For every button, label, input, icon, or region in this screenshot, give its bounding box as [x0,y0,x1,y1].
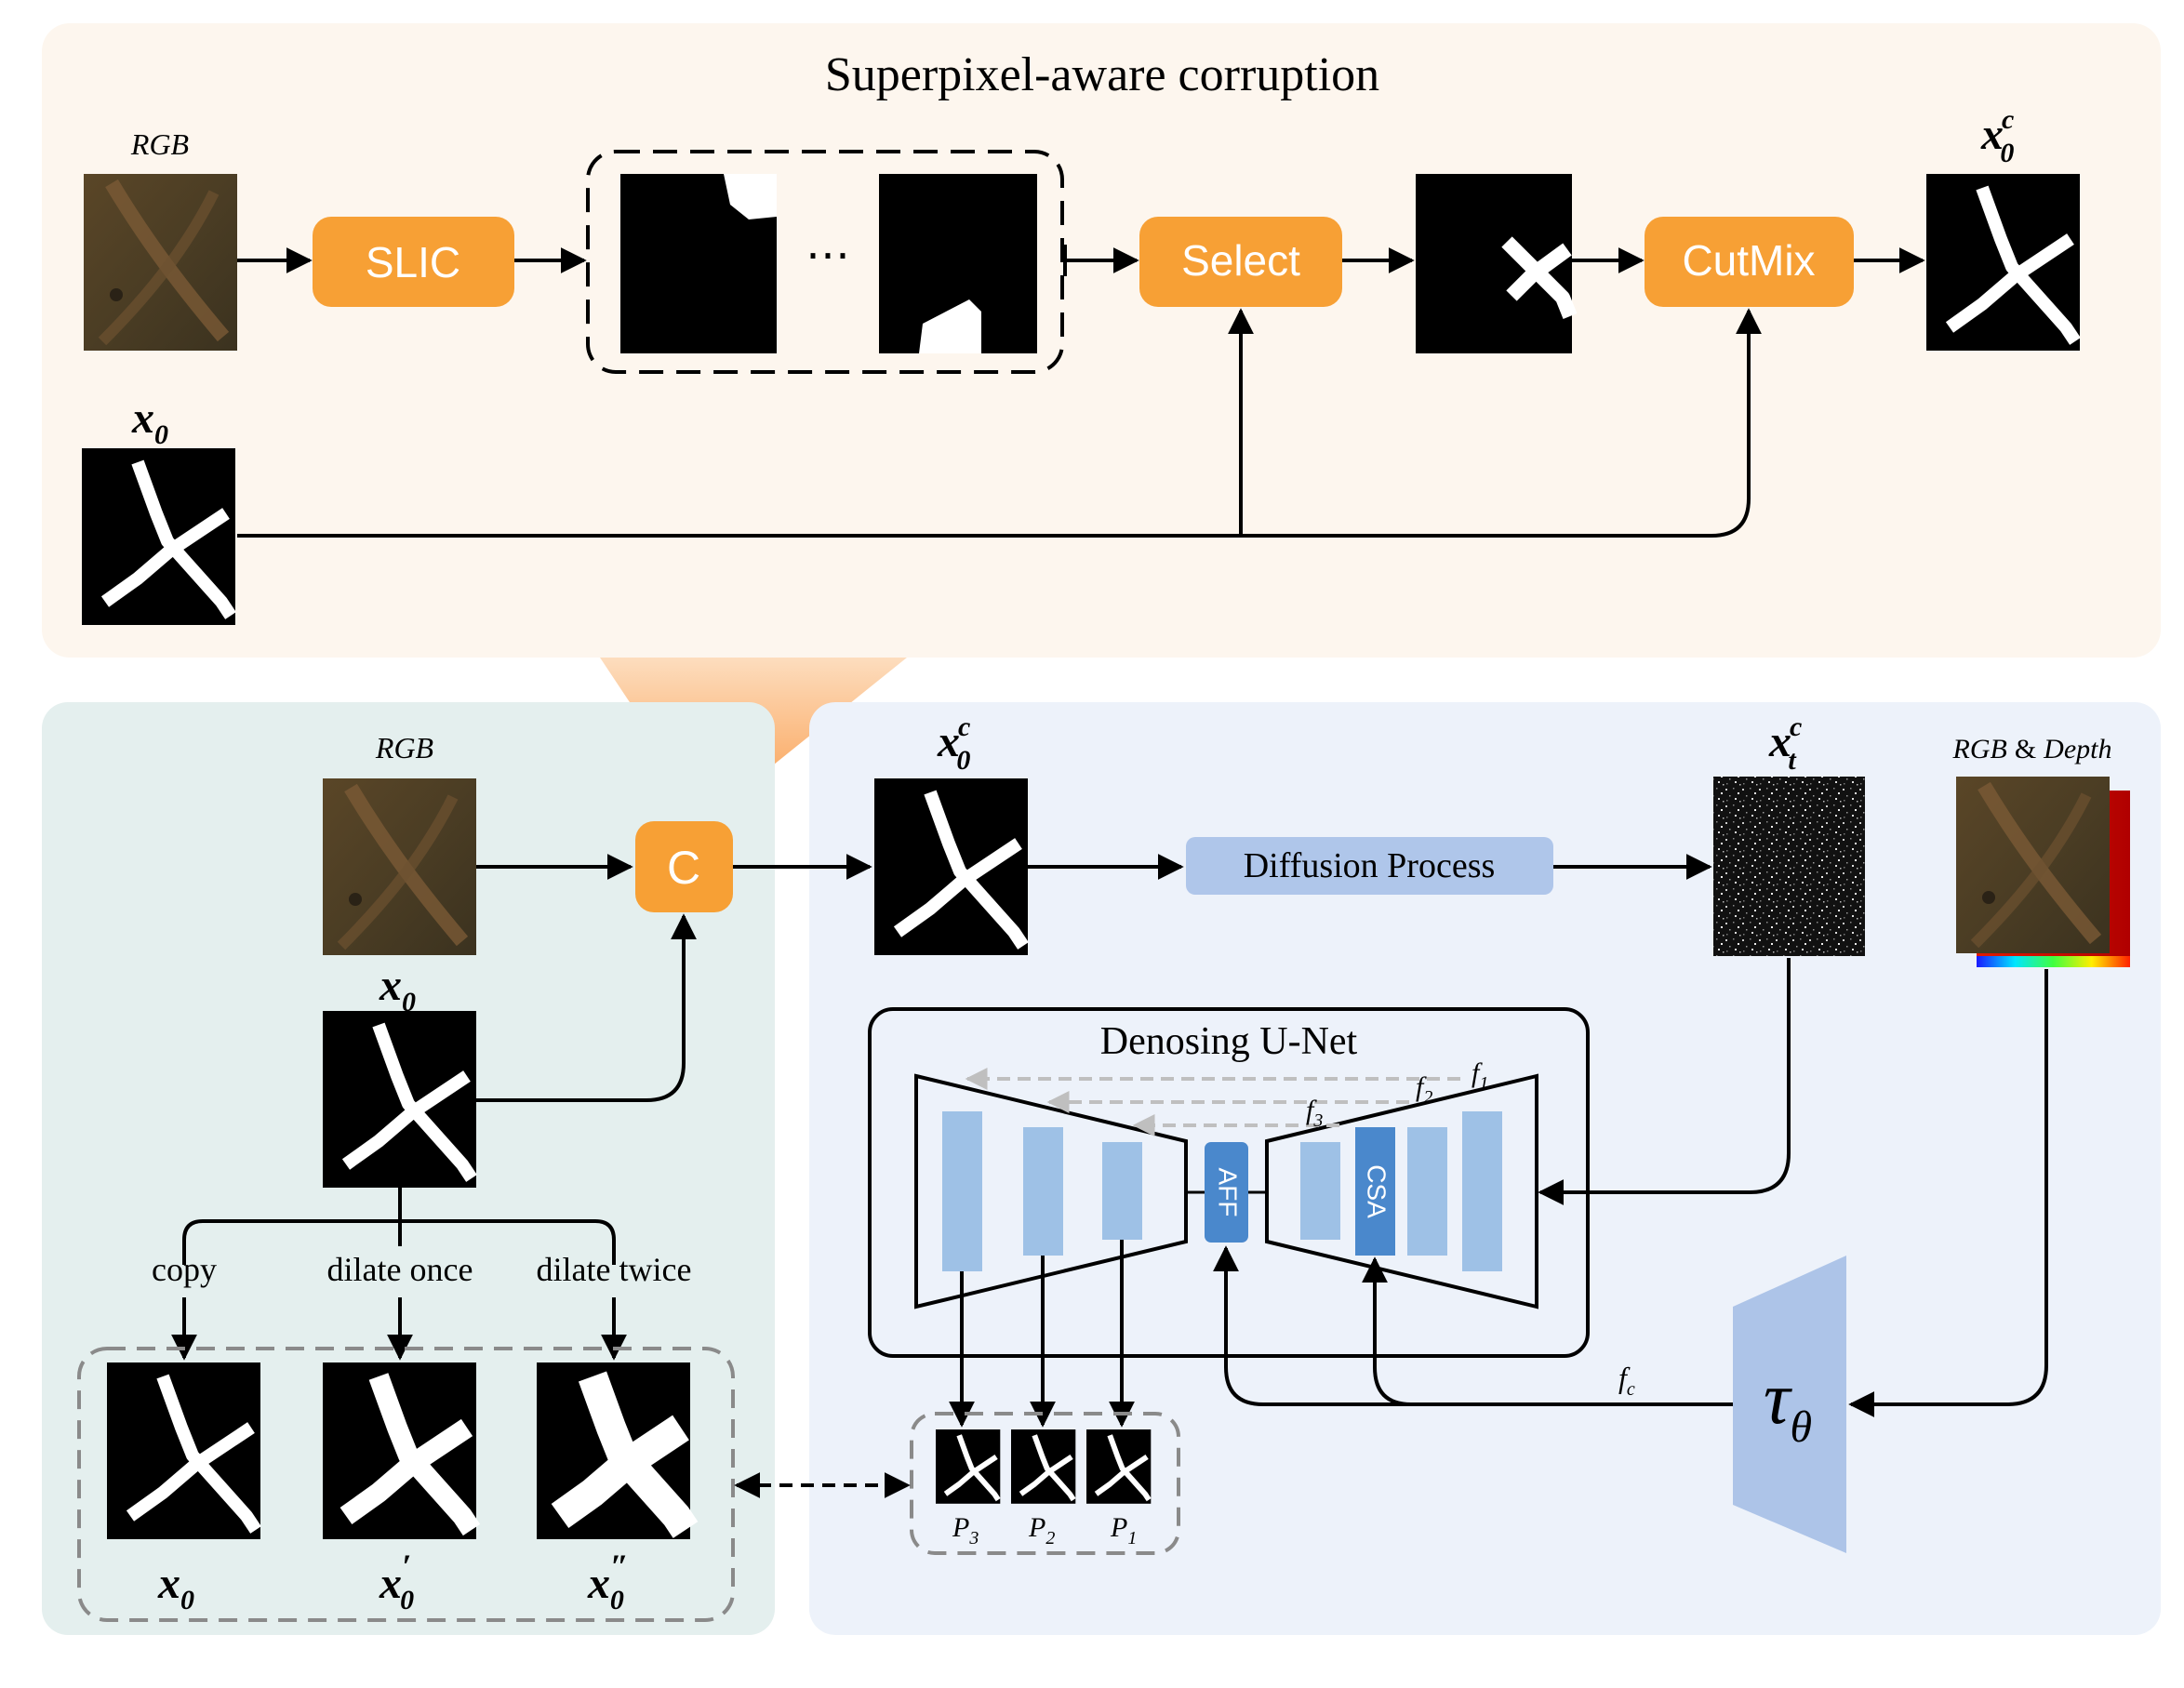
slic-label: SLIC [366,238,460,286]
predictions-group-box [910,1412,1180,1555]
rgbd-label: RGB&Depth [1952,734,2112,764]
ellipsis: ⋯ [806,231,850,280]
mask-x0-copy [107,1362,260,1539]
superpixel-mask-1 [620,174,777,353]
aff-module [1205,1142,1248,1243]
arrow-x0-to-cutmix [237,308,1762,538]
csa-module [1355,1127,1395,1256]
mask-x0-dilated-once [323,1362,476,1539]
cutmix-block [1645,217,1854,307]
left-rgb-image [323,778,476,955]
rgbd-image-stack [1956,777,2130,967]
decoder-layer-3 [1462,1111,1502,1271]
top-rgb-label: RGB [130,127,189,161]
arrow-xtc-to-decoder [1538,958,1791,1205]
left-x0-image [323,1011,476,1188]
arrow-fc-to-aff [1213,1245,1733,1406]
right-x0c-image [874,778,1028,955]
top-x0-image [82,448,235,625]
unet-title: Denosing U-Net [1100,1020,1358,1063]
unet-decoder [1265,1073,1538,1309]
arrow-fc-to-csa [1362,1256,1412,1406]
select-label: Select [1181,236,1300,285]
top-panel-title: Superpixel-aware corruption [825,48,1379,101]
output-label-x0-prime: x′0 [379,1548,414,1615]
superpixel-group-box [586,150,1064,374]
arrow-x0-to-concat [476,913,697,1102]
arrow-rgbd-to-tau [1848,969,2048,1417]
prediction-p2-label: P2 [1028,1512,1055,1548]
cutmix-label: CutMix [1682,236,1815,285]
top-panel-background [42,23,2161,658]
top-x0c-image [1926,174,2080,351]
left-rgb-label: RGB [375,731,433,764]
prediction-p3-image [936,1429,1000,1504]
encoder-layer-2 [1023,1127,1063,1256]
selected-partial-mask [1416,174,1578,353]
select-block [1139,217,1342,307]
unet-encoder [914,1073,1188,1309]
diffusion-process-label: Diffusion Process [1244,846,1496,885]
slic-block [313,217,514,307]
dilation-group-box [77,1347,735,1622]
output-label-x0-double-prime: x″0 [587,1548,629,1615]
encoder-layer-3 [1102,1142,1142,1240]
decoder-layer-1 [1300,1142,1340,1240]
prediction-p3-label: P3 [952,1512,979,1548]
tau-encoder-block [1733,1256,1846,1553]
mask-x0-dilated-twice [537,1362,690,1539]
superpixel-mask-2 [879,174,1037,353]
top-panel: Superpixel-aware corruption RGB SLIC ⋯ S… [42,23,2161,658]
diffusion-process-block [1186,837,1553,895]
xtc-noise-image [1713,777,1865,956]
aff-label: AFF [1214,1168,1243,1217]
prediction-p1-image [1086,1429,1151,1504]
prediction-p2-image [1011,1429,1075,1504]
branch-label-dilate-once: dilate once [327,1251,473,1288]
decoder-layer-2 [1407,1127,1447,1256]
concat-label: C [667,842,700,894]
prediction-p1-label: P1 [1110,1512,1137,1548]
branch-label-copy: copy [152,1251,217,1288]
left-x0-label: x0 [379,961,416,1017]
left-panel: RGB C x0 copy dilate once dilate twice x… [42,702,775,1635]
top-x0-label: x0 [131,393,168,450]
encoder-layer-1 [942,1111,982,1271]
output-label-x0: x0 [157,1559,194,1615]
tau-label: τθ [1764,1358,1812,1452]
branch-label-dilate-twice: dilate twice [537,1251,692,1288]
csa-label: CSA [1363,1164,1392,1218]
concat-block [635,821,733,912]
top-rgb-image [84,174,237,351]
unet-box [868,1007,1590,1358]
